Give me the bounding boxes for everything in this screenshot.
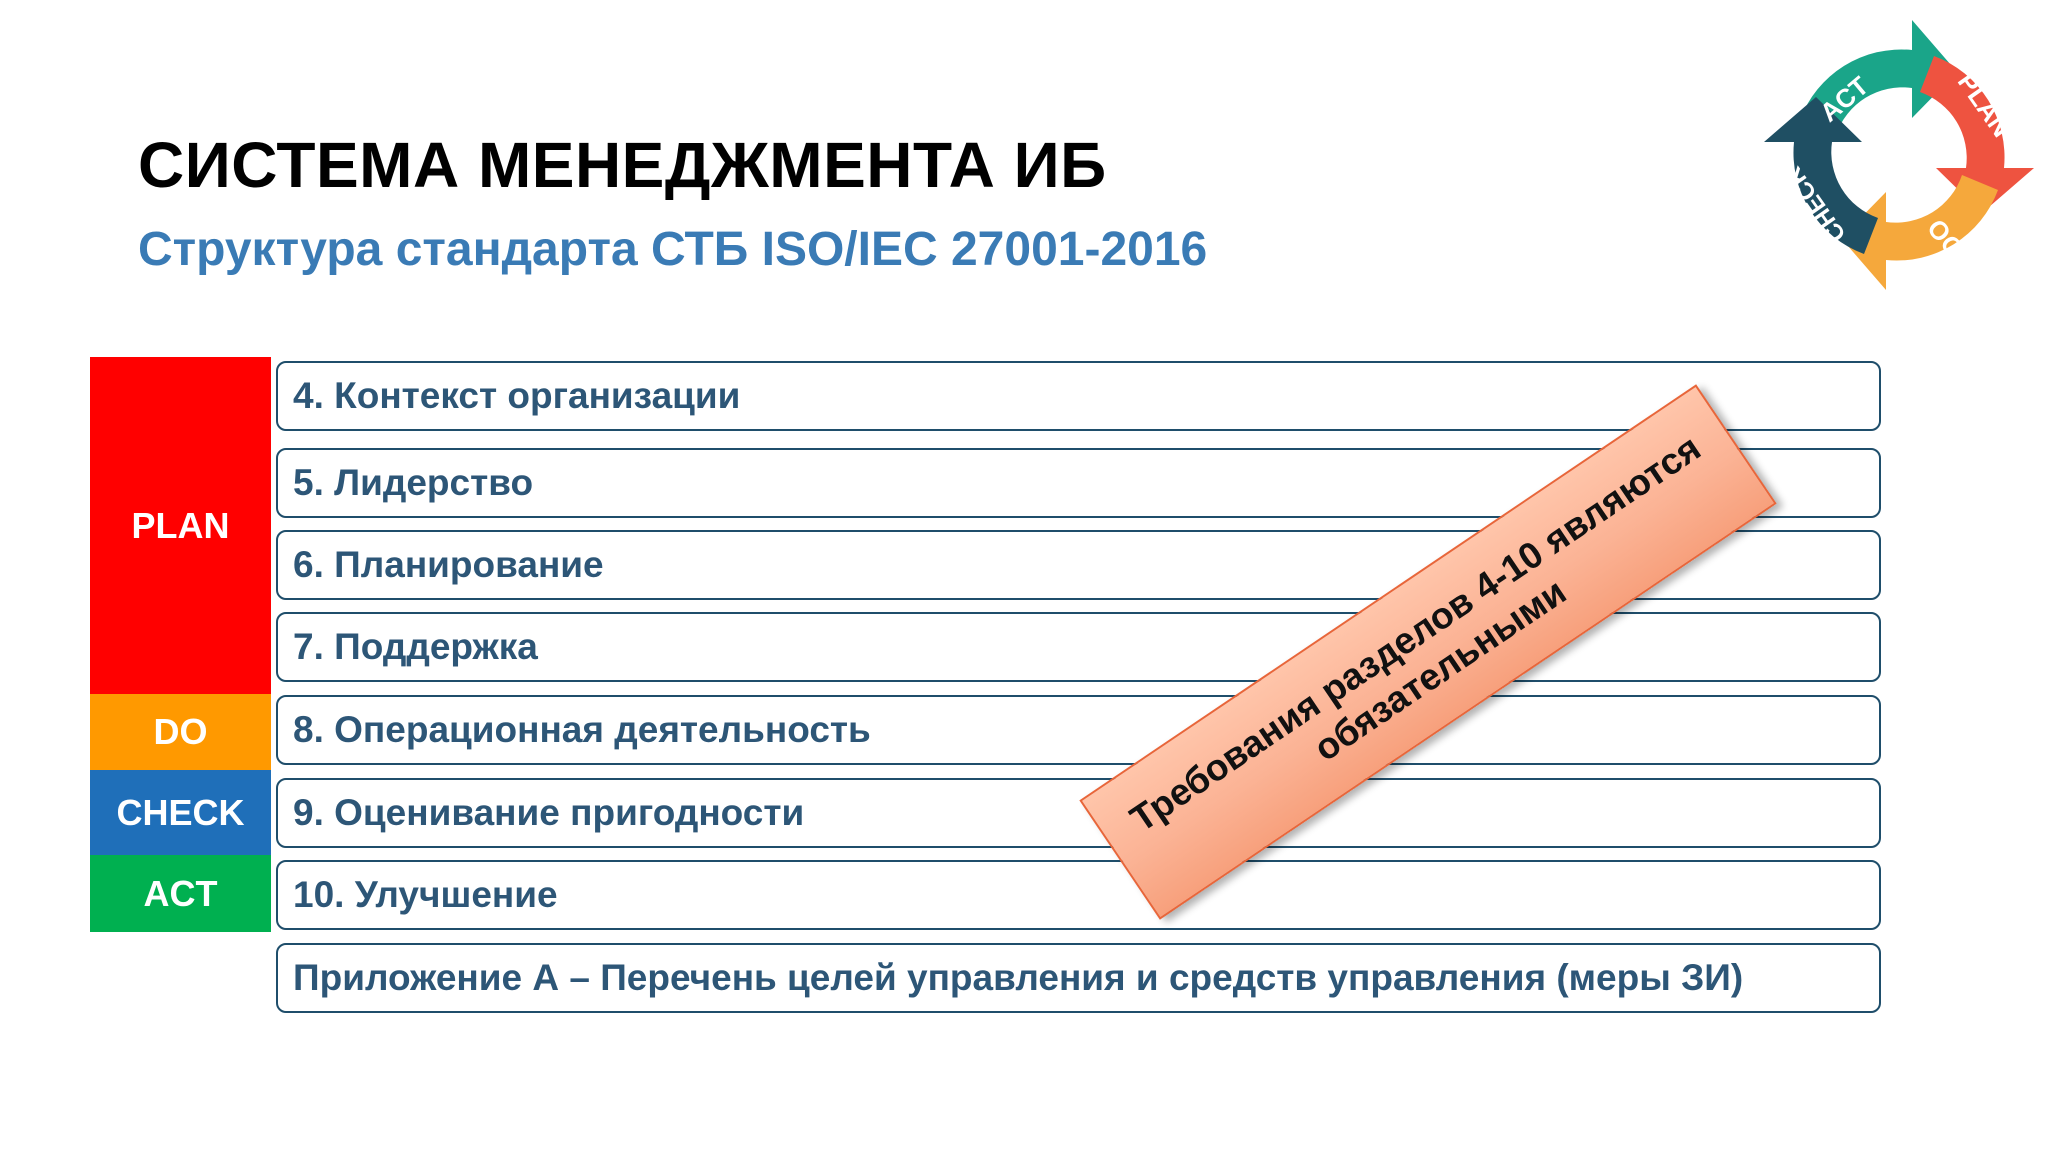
phase-do-label: DO	[153, 711, 208, 752]
section-label: 6. Планирование	[293, 544, 604, 585]
slide-subtitle: Структура стандарта СТБ ISO/IEC 27001-20…	[138, 223, 1208, 276]
phase-act-label: ACT	[143, 872, 218, 914]
section-label: Приложение А – Перечень целей управления…	[293, 957, 1744, 998]
pdca-ring	[1764, 20, 2034, 290]
section-label: 7. Поддержка	[293, 626, 538, 667]
section-label: 10. Улучшение	[293, 874, 558, 915]
section-label: 8. Операционная деятельность	[293, 709, 871, 750]
section-row-annex-a: Приложение А – Перечень целей управления…	[276, 943, 1881, 1013]
section-row-improvement: 10. Улучшение	[276, 860, 1881, 930]
pdca-check-segment	[1764, 97, 1878, 254]
phase-check: CHECK	[90, 770, 271, 855]
section-label: 9. Оценивание пригодности	[293, 792, 805, 833]
phase-plan-label: PLAN	[131, 504, 230, 546]
pdca-cycle-icon: ACT PLAN DO CHECK	[1764, 20, 2034, 290]
section-row-support: 7. Поддержка	[276, 612, 1881, 682]
phase-act: ACT	[90, 855, 271, 932]
section-row-operation: 8. Операционная деятельность	[276, 695, 1881, 765]
pdca-act-segment	[1800, 20, 1957, 135]
pdca-plan-segment	[1920, 56, 2034, 213]
phase-check-label: CHECK	[116, 791, 245, 833]
phase-plan: PLAN	[90, 357, 271, 694]
section-row-context: 4. Контекст организации	[276, 361, 1881, 431]
slide-title: СИСТЕМА МЕНЕДЖМЕНТА ИБ	[138, 129, 1107, 201]
pdca-do-segment	[1841, 175, 1998, 290]
section-label: 5. Лидерство	[293, 462, 534, 503]
section-label: 4. Контекст организации	[293, 375, 741, 416]
section-row-performance: 9. Оценивание пригодности	[276, 778, 1881, 848]
phase-do: DO	[90, 694, 271, 770]
